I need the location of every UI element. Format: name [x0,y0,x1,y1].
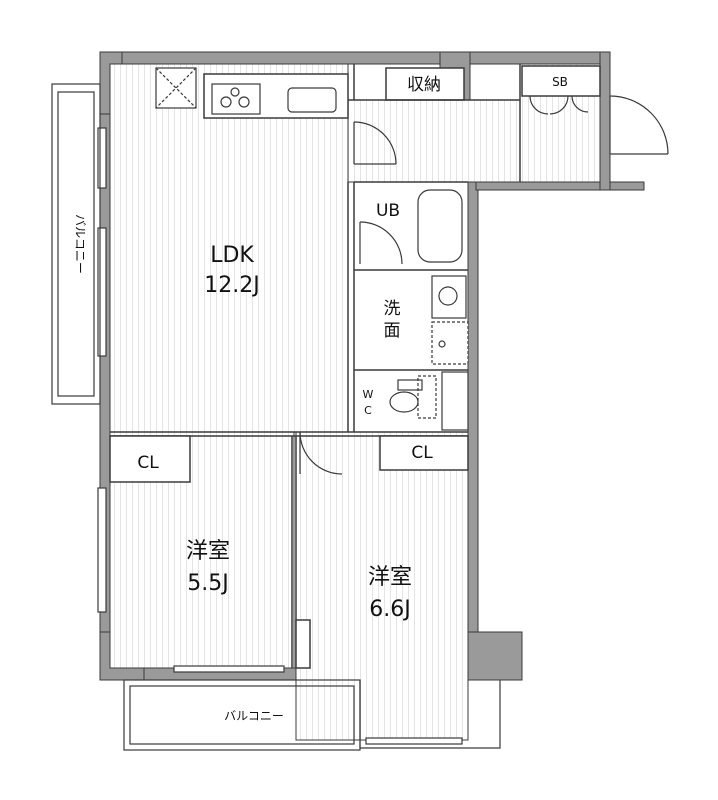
window [365,737,463,745]
west-balcony-name: バルコニー [73,214,87,274]
hall-floor [347,99,521,183]
closet1-box [109,435,191,483]
door-swing-icon [353,121,397,165]
storage-box [385,67,465,101]
burner-icon [238,96,250,108]
bedroom2-name: 洋室 [368,565,412,590]
toilet-name-1: W [363,388,374,401]
ldk-floor [109,63,349,433]
washbasin-icon [431,275,467,319]
sink-icon [287,87,337,113]
shoebox-box [521,65,601,97]
closet1-name: CL [137,453,159,473]
floors [109,63,601,741]
door-swing-icon [299,431,343,475]
fridge-icon [155,67,197,109]
shoebox-name: SB [552,75,568,89]
bathtub-icon [417,189,463,263]
windows [97,127,463,745]
stove [211,83,261,115]
window [97,127,107,189]
door-swing-icon [359,221,403,265]
toilet-name-2: C [364,404,372,417]
toilet-icon [389,391,419,413]
bedroom1-size: 5.5J [187,571,228,596]
ldk-size: 12.2J [204,273,259,298]
balcony-outlines [51,83,501,751]
washroom-name-1: 洗 [384,299,401,319]
washroom-name-2: 面 [384,321,401,341]
window [97,227,107,357]
closet2-name: CL [411,443,433,463]
doors [299,95,669,475]
washer-icon [431,321,469,365]
burner-icon [230,87,240,97]
ldk-name: LDK [210,243,254,268]
kitchen-fixtures [155,67,337,115]
bedroom1-name: 洋室 [186,539,230,564]
closet2-box [379,435,469,471]
storage-name: 収納 [407,75,441,95]
labels: LDK 12.2J 洋室 5.5J 洋室 6.6J UB 洗 面 W C CL … [73,75,568,723]
bath-fixtures [389,189,469,431]
window [173,665,285,673]
window [97,487,107,613]
south-balcony-name: バルコニー [224,709,284,723]
burner-icon [220,96,232,108]
door-swing-icon [609,95,669,155]
bedroom2-size: 6.6J [369,597,410,622]
bath-name: UB [376,201,400,221]
west-balcony [51,83,101,405]
